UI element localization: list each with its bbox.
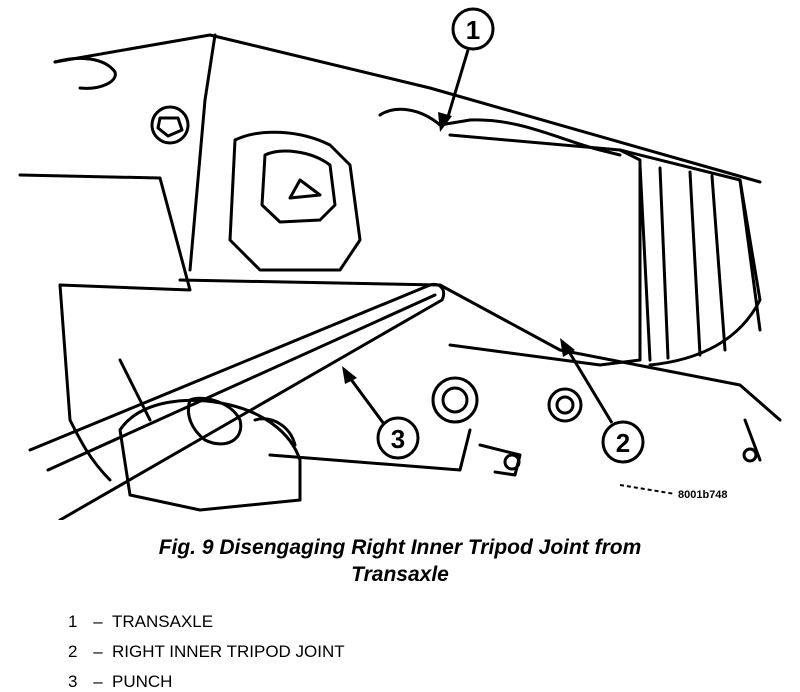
bolt-left	[150, 105, 190, 145]
caption-line-1: Fig. 9 Disengaging Right Inner Tripod Jo…	[158, 536, 642, 559]
caption-line-2: Transaxle	[351, 563, 449, 586]
svg-text:2: 2	[616, 428, 630, 458]
tripod-joint-housing	[448, 133, 642, 367]
bolt-right	[547, 387, 583, 423]
technical-illustration: 1 2 3 8001b748	[18, 7, 782, 520]
housing-outline	[53, 33, 762, 184]
legend-list: 1–TRANSAXLE 2–RIGHT INNER TRIPOD JOINT 3…	[68, 607, 345, 692]
legend-separator: –	[93, 642, 103, 661]
legend-label: PUNCH	[112, 672, 173, 691]
bolt-center	[431, 376, 479, 424]
callout-1: 1	[438, 7, 495, 132]
legend-item: 2–RIGHT INNER TRIPOD JOINT	[68, 637, 345, 667]
legend-separator: –	[93, 612, 103, 631]
svg-text:3: 3	[391, 424, 405, 454]
legend-number: 3	[68, 672, 78, 691]
punch-rod	[28, 282, 446, 520]
housing-lower-edge	[18, 173, 192, 292]
callout-3: 3	[342, 366, 420, 460]
svg-text:1: 1	[466, 15, 480, 45]
reference-code: 8001b748	[619, 484, 728, 501]
legend-number: 1	[68, 612, 78, 631]
legend-item: 1–TRANSAXLE	[68, 607, 345, 637]
legend-label: TRANSAXLE	[112, 612, 214, 631]
hand	[118, 398, 302, 512]
legend-item: 3–PUNCH	[68, 667, 345, 692]
legend-separator: –	[93, 672, 103, 691]
legend-label: RIGHT INNER TRIPOD JOINT	[112, 642, 345, 661]
callout-2: 2	[560, 338, 645, 464]
legend-number: 2	[68, 642, 78, 661]
figure-caption: Fig. 9 Disengaging Right Inner Tripod Jo…	[0, 534, 800, 588]
svg-text:8001b748: 8001b748	[678, 489, 728, 501]
transaxle-housing	[228, 130, 362, 272]
